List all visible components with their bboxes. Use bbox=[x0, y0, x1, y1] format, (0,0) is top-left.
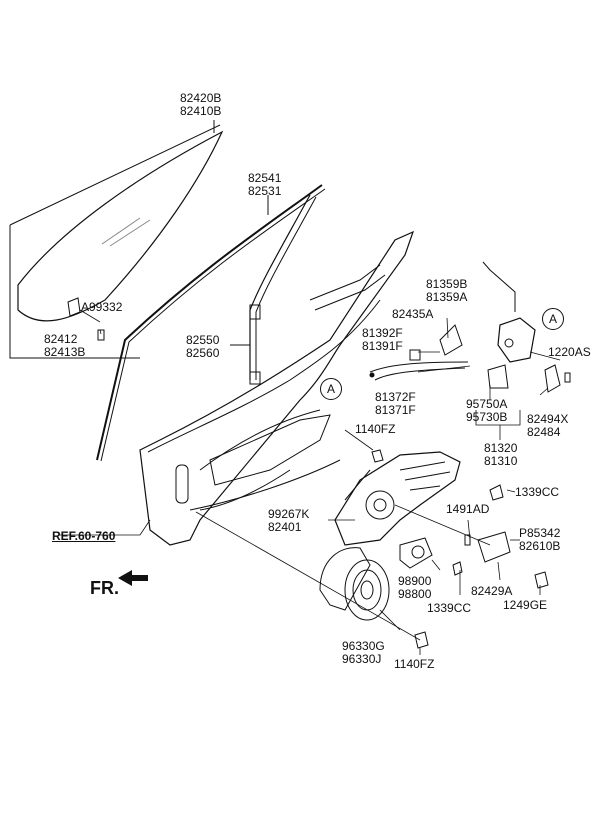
part-81310: 81310 bbox=[484, 454, 518, 468]
part-82484: 82484 bbox=[527, 425, 561, 439]
part-82494X: 82494X bbox=[527, 412, 569, 426]
run-channel bbox=[96, 184, 326, 462]
front-arrow bbox=[118, 570, 148, 586]
label-82435A: 82435A bbox=[392, 308, 433, 321]
circle-ref-a-latch: A bbox=[542, 308, 564, 330]
part-82610B: 82610B bbox=[519, 539, 561, 553]
part-81320: 81320 bbox=[484, 441, 518, 455]
part-A99332: A99332 bbox=[81, 300, 123, 314]
part-1491AD: 1491AD bbox=[446, 502, 490, 516]
door-glass-group bbox=[9, 120, 224, 359]
label-1339CC-top: 1339CC bbox=[515, 486, 559, 499]
part-95750A: 95750A bbox=[466, 397, 508, 411]
part-96330G: 96330G bbox=[342, 639, 385, 653]
label-1249GE: 1249GE bbox=[503, 599, 547, 612]
cables bbox=[369, 361, 469, 381]
ref-60-760-link: REF.60-760 bbox=[52, 529, 116, 543]
part-82550: 82550 bbox=[186, 333, 220, 347]
part-95730B: 95730B bbox=[466, 410, 508, 424]
label-81359B: 81359B 81359A bbox=[426, 278, 467, 304]
label-82494X: 82494X 82484 bbox=[527, 413, 568, 439]
part-82541: 82541 bbox=[248, 171, 282, 185]
inside-handle bbox=[477, 531, 511, 563]
label-P85342: P85342 82610B bbox=[519, 527, 560, 553]
label-81392F: 81392F 81391F bbox=[362, 327, 403, 353]
part-82413B: 82413B bbox=[44, 345, 86, 359]
part-82412: 82412 bbox=[44, 332, 78, 346]
label-96330G: 96330G 96330J bbox=[342, 640, 385, 666]
part-81359B: 81359B bbox=[426, 277, 468, 291]
window-regulator bbox=[334, 451, 461, 546]
label-1140FZ-top: 1140FZ bbox=[355, 423, 395, 436]
label-95750A: 95750A 95730B bbox=[466, 398, 507, 424]
part-82435A: 82435A bbox=[392, 307, 434, 321]
part-82429A: 82429A bbox=[471, 584, 513, 598]
part-81371F: 81371F bbox=[375, 403, 416, 417]
part-1249GE: 1249GE bbox=[503, 598, 548, 612]
part-81391F: 81391F bbox=[362, 339, 403, 353]
part-1339CC-bot: 1339CC bbox=[427, 601, 472, 615]
label-82420B: 82420B 82410B bbox=[180, 92, 221, 118]
small-parts bbox=[67, 297, 571, 649]
label-1140FZ-bot: 1140FZ bbox=[394, 658, 434, 671]
part-P85342: P85342 bbox=[519, 526, 561, 540]
part-98800: 98800 bbox=[398, 587, 432, 601]
label-1220AS: 1220AS bbox=[548, 346, 591, 359]
front-direction-label: FR. bbox=[90, 578, 119, 598]
part-81392F: 81392F bbox=[362, 326, 403, 340]
part-82531: 82531 bbox=[248, 184, 282, 198]
label-98900: 98900 98800 bbox=[398, 575, 431, 601]
part-99267K: 99267K bbox=[268, 507, 310, 521]
door-trim-panel bbox=[139, 230, 415, 546]
leader-lines bbox=[60, 309, 561, 655]
circle-ref-a-door: A bbox=[320, 378, 342, 400]
part-82401: 82401 bbox=[268, 520, 302, 534]
label-81320: 81320 81310 bbox=[484, 442, 517, 468]
label-82429A: 82429A bbox=[471, 585, 512, 598]
label-A99332: A99332 bbox=[81, 301, 122, 314]
label-1339CC-bot: 1339CC bbox=[427, 602, 471, 615]
label-81372F: 81372F 81371F bbox=[375, 391, 416, 417]
part-82410B: 82410B bbox=[180, 104, 222, 118]
label-82541: 82541 82531 bbox=[248, 172, 281, 198]
label-1491AD: 1491AD bbox=[446, 503, 489, 516]
part-82420B: 82420B bbox=[180, 91, 222, 105]
label-99267K: 99267K 82401 bbox=[268, 508, 309, 534]
window-motor bbox=[399, 537, 433, 569]
glass-guide-rail bbox=[230, 194, 317, 385]
part-82560: 82560 bbox=[186, 346, 220, 360]
part-81359A: 81359A bbox=[426, 290, 468, 304]
speaker-panel bbox=[319, 547, 390, 621]
part-1220AS: 1220AS bbox=[548, 345, 591, 359]
label-82550: 82550 82560 bbox=[186, 334, 219, 360]
part-81372F: 81372F bbox=[375, 390, 416, 404]
label-82412: 82412 82413B bbox=[44, 333, 85, 359]
part-1140FZ-bot: 1140FZ bbox=[394, 657, 435, 671]
door-latch bbox=[482, 261, 536, 389]
part-96330J: 96330J bbox=[342, 652, 382, 666]
part-1140FZ-top: 1140FZ bbox=[355, 422, 396, 436]
part-1339CC-top: 1339CC bbox=[515, 485, 560, 499]
part-98900: 98900 bbox=[398, 574, 432, 588]
